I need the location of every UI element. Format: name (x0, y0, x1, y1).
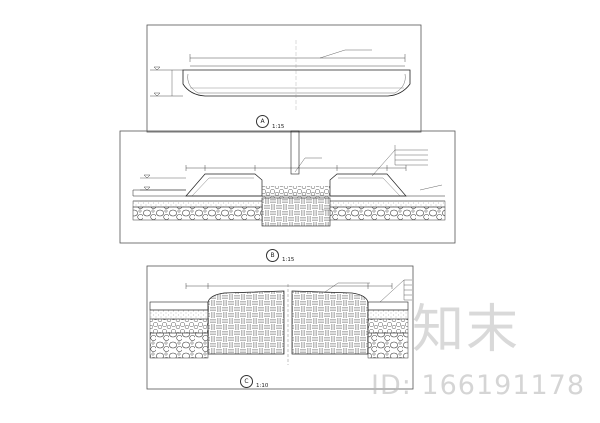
watermark-id: ID: 166191178 (371, 370, 586, 401)
section-c-marker: C (240, 375, 253, 388)
section-b-scale: 1:15 (282, 257, 295, 263)
section-a-panel (146, 24, 422, 133)
section-c-scale: 1:10 (256, 383, 269, 389)
section-b-marker: B (266, 249, 279, 262)
section-b-panel (119, 130, 456, 244)
section-c-panel (146, 265, 414, 390)
section-a-scale: 1:15 (272, 124, 285, 130)
section-a-marker: A (256, 115, 269, 128)
watermark-logo: 知末 (412, 300, 521, 360)
